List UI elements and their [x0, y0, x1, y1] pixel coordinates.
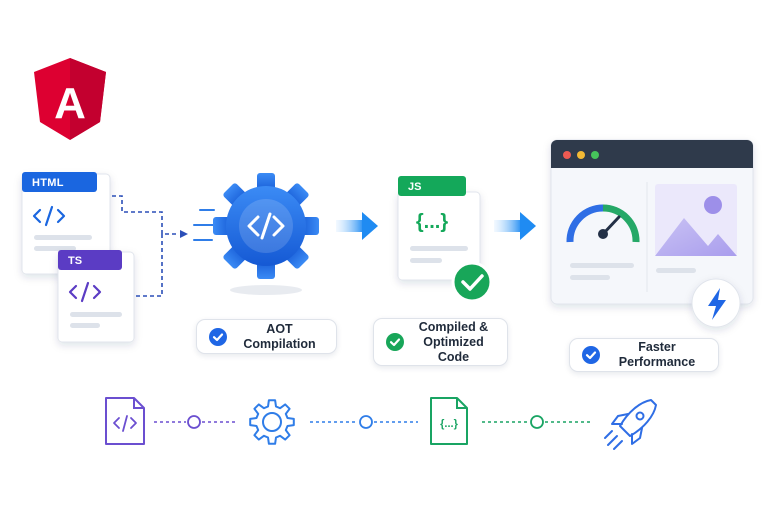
timeline-node: [187, 415, 201, 429]
text-placeholder-line: [34, 246, 76, 251]
text-placeholder-line: [34, 235, 92, 240]
html-file-tab: HTML: [22, 172, 97, 192]
image-placeholder-icon: [655, 184, 737, 256]
timeline-gear-icon: [249, 399, 295, 445]
text-placeholder-line: [410, 258, 442, 263]
connector-arrowhead: [180, 230, 188, 238]
ts-connector: [136, 234, 163, 297]
js-file-tab: JS: [398, 176, 466, 196]
lightning-bolt-icon: [691, 278, 741, 328]
check-circle-icon: [209, 327, 227, 346]
ts-file-tab: TS: [58, 250, 122, 270]
faster-performance-label: Faster Performance: [569, 338, 719, 372]
js-file-label: JS: [408, 181, 421, 193]
speedometer-icon: [566, 204, 640, 243]
timeline-node: [359, 415, 373, 429]
text-placeholder-line: [70, 323, 100, 328]
check-circle-icon: [451, 261, 493, 303]
window-minimize-dot: [577, 151, 585, 159]
curly-braces-icon: {...}: [416, 211, 448, 233]
browser-title-bar: [551, 140, 753, 168]
html-file-label: HTML: [32, 177, 64, 189]
compiled-optimized-label: Compiled & Optimized Code: [373, 318, 508, 366]
html-connector: [112, 195, 178, 235]
ts-file-label: TS: [68, 255, 82, 267]
text-placeholder-line: [570, 263, 634, 268]
compiled-text-line1: Compiled &: [418, 319, 489, 334]
timeline-js-file-icon: {...}: [430, 397, 468, 445]
text-placeholder-line: [70, 312, 122, 317]
window-maximize-dot: [591, 151, 599, 159]
faster-performance-text: Faster Performance: [618, 340, 696, 369]
speed-lines: [193, 209, 215, 241]
flow-arrow: [494, 212, 536, 240]
compiled-text-line2: Optimized Code: [423, 334, 484, 364]
aot-compilation-text: AOT Compilation: [243, 321, 316, 351]
check-circle-icon: [582, 346, 600, 364]
code-brackets-icon: [32, 205, 66, 227]
code-brackets-icon: [68, 281, 102, 303]
angular-logo: A: [34, 58, 106, 140]
svg-text:{...}: {...}: [440, 418, 458, 430]
text-placeholder-line: [410, 246, 468, 251]
text-placeholder-line: [656, 268, 696, 273]
flow-arrow: [336, 212, 378, 240]
check-circle-icon: [386, 333, 404, 351]
timeline-node: [530, 415, 544, 429]
rocket-icon: [604, 399, 657, 450]
window-close-dot: [563, 151, 571, 159]
gear-icon: [213, 173, 319, 295]
text-placeholder-line: [570, 275, 610, 280]
timeline-file-icon: [105, 397, 145, 445]
aot-compilation-label: AOT Compilation: [196, 319, 337, 354]
angular-logo-letter: A: [54, 79, 86, 128]
